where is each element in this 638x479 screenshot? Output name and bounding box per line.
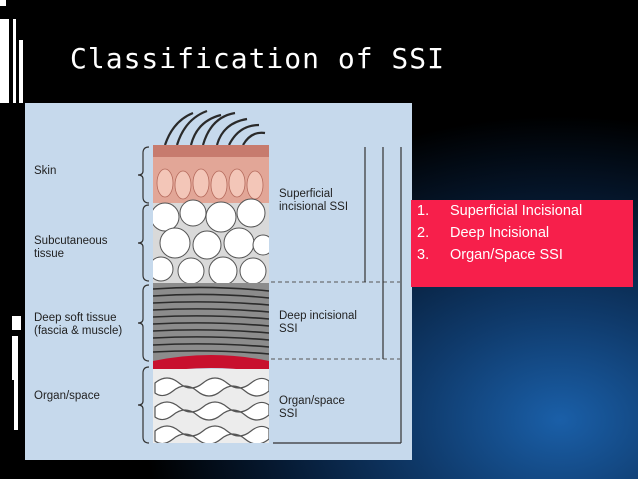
list-item: 3. Organ/Space SSI xyxy=(411,244,633,266)
decorative-bar-1 xyxy=(0,19,9,103)
label-subcutaneous-2: tissue xyxy=(34,248,65,260)
list-text: Deep Incisional xyxy=(450,225,550,241)
label-superficial-ssi-2: incisional SSI xyxy=(279,201,349,213)
label-skin: Skin xyxy=(34,165,57,177)
peritoneum-layer xyxy=(153,355,269,373)
decorative-bar-6 xyxy=(14,380,18,430)
hair-strands xyxy=(163,109,266,146)
label-deep-1: Deep soft tissue xyxy=(34,312,117,324)
label-deep-2: (fascia & muscle) xyxy=(34,325,123,337)
slide-title: Classification of SSI xyxy=(70,42,446,75)
decorative-bar-2 xyxy=(13,19,16,103)
list-text: Superficial Incisional xyxy=(450,203,583,219)
label-organ-ssi-2: SSI xyxy=(279,408,298,420)
decorative-bar-top xyxy=(0,0,6,6)
ssi-brackets xyxy=(273,147,402,444)
tissue-layers-illustration xyxy=(137,109,402,444)
list-number: 1. xyxy=(417,203,430,219)
label-deep-ssi-1: Deep incisional xyxy=(279,310,357,322)
list-number: 2. xyxy=(417,225,430,241)
label-organ-ssi-1: Organ/space xyxy=(279,395,345,407)
list-text: Organ/Space SSI xyxy=(450,247,563,263)
list-number: 3. xyxy=(417,247,430,263)
ssi-classification-callout: 1. Superficial Incisional 2. Deep Incisi… xyxy=(411,200,633,287)
label-superficial-ssi-1: Superficial xyxy=(279,188,333,200)
list-item: 1. Superficial Incisional xyxy=(411,200,633,222)
label-deep-ssi-2: SSI xyxy=(279,323,298,335)
label-organ: Organ/space xyxy=(34,390,100,402)
classification-list: 1. Superficial Incisional 2. Deep Incisi… xyxy=(411,200,633,266)
decorative-bar-5 xyxy=(12,336,18,380)
decorative-bar-4 xyxy=(12,316,21,330)
layer-braces xyxy=(137,146,150,444)
label-subcutaneous-1: Subcutaneous xyxy=(34,235,108,247)
ssi-anatomy-figure: Skin Subcutaneous tissue Deep soft tissu… xyxy=(25,103,412,460)
list-item: 2. Deep Incisional xyxy=(411,222,633,244)
decorative-bar-3 xyxy=(19,40,23,103)
